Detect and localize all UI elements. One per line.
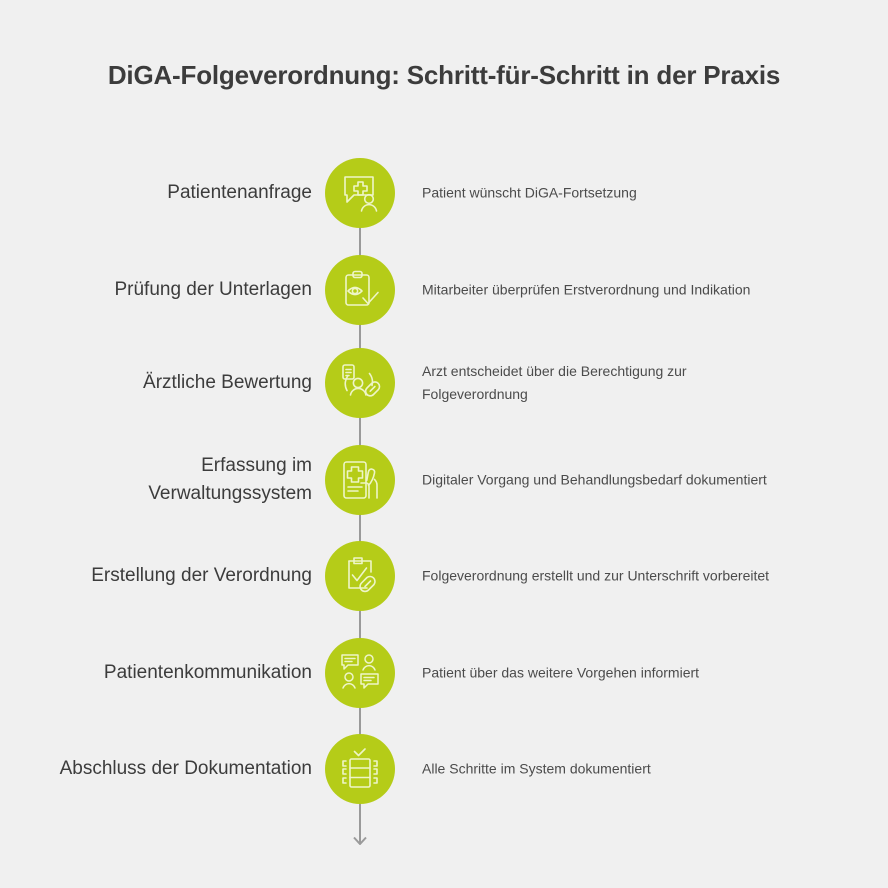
step-label: Abschluss der Dokumentation [59, 758, 312, 779]
step-icon-badge[interactable] [325, 158, 395, 228]
step-description: Patient über das weitere Vorgehen inform… [422, 664, 700, 681]
smartphone-medical-hand-icon [343, 461, 378, 499]
step-label: Erfassung im Verwaltungssystem [148, 455, 312, 504]
step-icon-badge[interactable] [325, 445, 395, 515]
step-description: Alle Schritte im System dokumentiert [422, 760, 651, 777]
step-label: Erstellung der Verordnung [91, 565, 312, 586]
step-icon-badge[interactable] [325, 734, 395, 804]
doctor-document-pill-icon [342, 364, 381, 397]
step-icon-badge[interactable] [325, 541, 395, 611]
timeline-arrow-down-icon [353, 829, 367, 845]
step-description: Arzt entscheidet über die Berechtigung z… [422, 363, 687, 402]
step-icon-badge[interactable] [325, 348, 395, 418]
step-description: Digitaler Vorgang und Behandlungsbedarf … [422, 471, 767, 488]
clipboard-eye-check-icon [345, 270, 379, 306]
server-database-check-icon [342, 748, 378, 788]
prescription-check-pill-icon [348, 557, 376, 593]
step-description: Folgeverordnung erstellt und zur Untersc… [422, 567, 770, 584]
chat-bubbles-people-icon [341, 654, 379, 689]
timeline-connector-line [359, 193, 361, 839]
step-label: Ärztliche Bewertung [143, 372, 312, 393]
step-label: Patientenkommunikation [103, 662, 312, 683]
step-description: Patient wünscht DiGA-Fortsetzung [422, 184, 637, 201]
step-icon-badge[interactable] [325, 638, 395, 708]
step-label: Patientenanfrage [167, 182, 312, 203]
page-title: DiGA-Folgeverordnung: Schritt-für-Schrit… [107, 60, 781, 90]
step-icon-badge[interactable] [325, 255, 395, 325]
speech-bubble-medical-cross-person-icon [344, 176, 378, 212]
step-label: Prüfung der Unterlagen [114, 279, 312, 300]
step-description: Mitarbeiter überprüfen Erstverordnung un… [422, 281, 751, 298]
